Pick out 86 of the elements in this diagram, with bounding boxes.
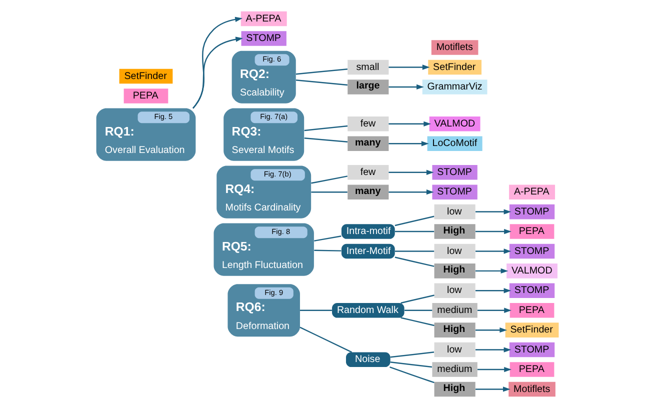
node-box: A-PEPA (509, 184, 556, 200)
node-box: STOMP (509, 244, 555, 259)
node-box: Fig. 6 RQ2: Scalability (232, 50, 296, 104)
arrow (478, 308, 512, 313)
node-box: low (434, 342, 476, 358)
arrow (388, 121, 432, 126)
node-box: Fig. 8 RQ5: Length Fluctuation (214, 223, 314, 276)
node-box: High (434, 264, 476, 278)
node-box: STOMP (509, 283, 555, 298)
connector (390, 362, 432, 368)
node-box: VALMOD (429, 116, 480, 132)
node-box: SetFinder (428, 60, 482, 75)
node-box: STOMP (432, 184, 478, 200)
connector (300, 310, 332, 311)
node-box: Fig. 7(a) RQ3: Several Motifs (224, 108, 304, 161)
arrow (475, 288, 512, 294)
arrow (478, 366, 512, 372)
arrow (388, 170, 434, 175)
node-box: PEPA (510, 302, 554, 318)
node-box: SetFinder (505, 322, 559, 338)
node-box: PEPA (510, 362, 554, 377)
node-box: Motiflets (508, 382, 556, 397)
node-box: many (348, 184, 389, 200)
connector (394, 216, 434, 226)
node-box: A-PEPA (240, 11, 287, 26)
connector (404, 310, 432, 311)
connector (400, 294, 434, 304)
arrow (192, 16, 243, 109)
node-box: medium (432, 362, 478, 377)
arrow (475, 268, 508, 274)
connector (394, 250, 434, 252)
node-box: small (348, 60, 389, 75)
node-box: STOMP (432, 164, 478, 180)
connector (400, 317, 434, 326)
connector (394, 230, 434, 232)
node-box: few (348, 116, 389, 132)
connector (394, 256, 434, 267)
node-box: High (434, 322, 476, 338)
connector (304, 125, 348, 132)
node-box: PEPA (124, 88, 168, 104)
node-box: VALMOD (506, 264, 558, 278)
connector (390, 352, 434, 358)
node-box: Fig. 7(b) RQ4: Motifs Cardinality (216, 166, 312, 218)
arrow (475, 327, 508, 333)
arrow (475, 209, 512, 214)
node-box: Fig. 5 RQ1: Overall Evaluation (96, 108, 196, 161)
connector (300, 326, 352, 353)
node-box: GrammarViz (422, 80, 488, 94)
node-box: Noise (346, 352, 390, 368)
connector (314, 236, 342, 242)
arrow (192, 36, 244, 109)
arrow (475, 386, 510, 392)
connector (304, 137, 348, 142)
connector (390, 366, 434, 384)
arrow (388, 84, 424, 90)
node-box: High (434, 224, 476, 239)
node-box: Motiflets (431, 40, 478, 55)
node-box: medium (432, 302, 478, 318)
connector (296, 68, 348, 75)
connector (311, 176, 348, 184)
node-box: LoCoMotif (427, 136, 482, 152)
node-box: many (348, 136, 389, 152)
arrow (475, 228, 512, 234)
connector (311, 191, 348, 193)
node-box: large (348, 80, 389, 94)
node-box: few (348, 164, 389, 180)
node-box: Fig. 9 RQ6: Deformation (228, 284, 300, 337)
node-box: Random Walk (332, 302, 404, 318)
node-box: Inter-Motif (341, 244, 395, 259)
arrow (475, 347, 512, 352)
arrow (475, 248, 512, 254)
node-box: SetFinder (119, 68, 173, 84)
node-box: STOMP (509, 342, 555, 358)
arrow (388, 64, 430, 70)
node-box: low (434, 244, 476, 259)
arrow (388, 190, 434, 195)
node-box: PEPA (510, 224, 554, 239)
connector (314, 250, 342, 252)
node-box: Intra-motif (341, 224, 395, 239)
node-box: low (434, 204, 476, 220)
arrow (388, 141, 429, 146)
node-box: low (434, 283, 476, 298)
node-box: High (434, 382, 476, 397)
node-box: STOMP (509, 204, 555, 220)
connector (296, 80, 348, 86)
node-box: STOMP (241, 31, 286, 46)
